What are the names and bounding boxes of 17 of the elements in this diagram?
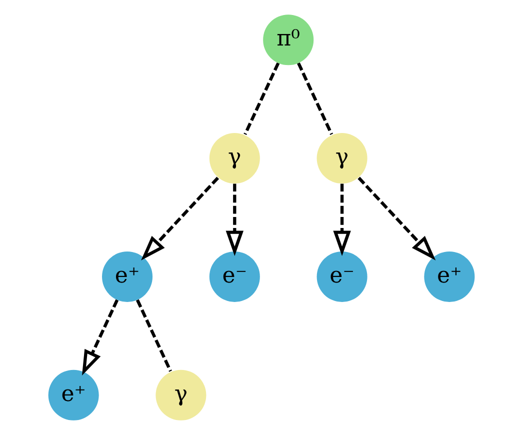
connector	[135, 299, 172, 372]
connector	[243, 62, 280, 135]
arrow	[332, 184, 350, 256]
node-circle: e⁺	[48, 370, 98, 420]
arrow	[357, 176, 436, 260]
node-circle: e⁻	[316, 251, 367, 302]
connector	[296, 62, 333, 135]
arrow	[225, 184, 244, 256]
node-circle: e⁺	[102, 251, 152, 302]
arrow	[81, 299, 118, 376]
node-circle: π⁰	[262, 14, 314, 66]
node-circle: γ	[316, 133, 367, 184]
node-circle: γ	[208, 133, 260, 184]
arrow	[140, 176, 219, 260]
node-circle: e⁺	[424, 251, 474, 302]
node-circle: e⁻	[208, 251, 260, 302]
node-circle: γ	[155, 370, 206, 420]
